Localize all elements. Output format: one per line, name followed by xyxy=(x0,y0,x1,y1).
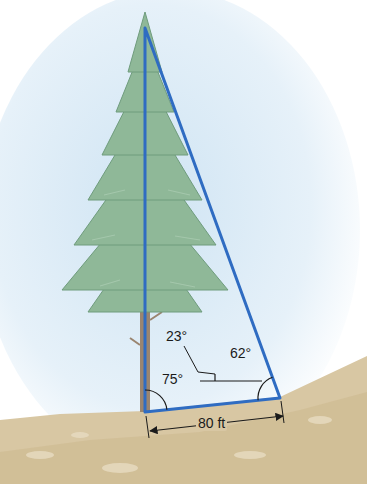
angle-label: 23° xyxy=(164,328,189,344)
angle-label: 62° xyxy=(228,345,253,361)
angle-label: 75° xyxy=(160,371,185,387)
dimension-label: 80 ft xyxy=(196,415,227,431)
